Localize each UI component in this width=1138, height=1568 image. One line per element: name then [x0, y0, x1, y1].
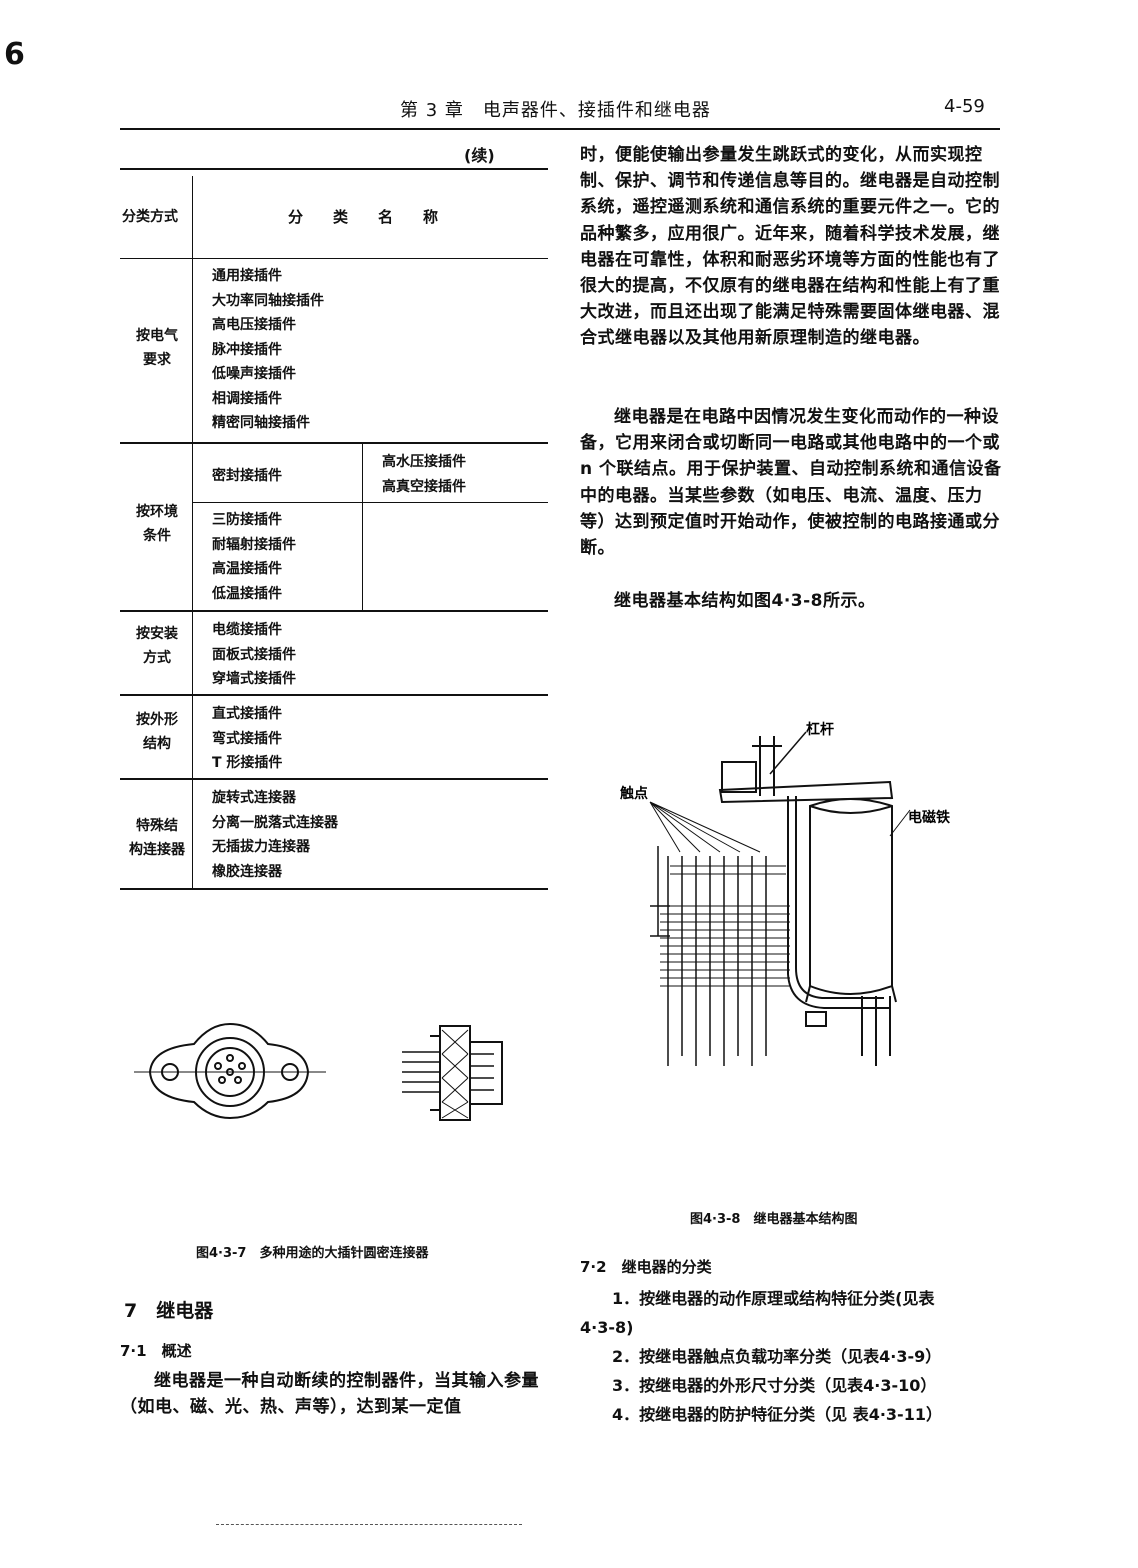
table-category-electrical: 按电气要求: [136, 328, 178, 368]
table-rule: [120, 778, 548, 780]
section-7-2-heading: 7·2 继电器的分类: [580, 1258, 712, 1276]
table-items-shape: 直式接插件 弯式接插件 T 形接插件: [212, 706, 283, 771]
label-lever: 杠杆: [806, 721, 834, 738]
table-category-environment: 按环境条件: [136, 504, 178, 544]
table-items-environment-right: 高水压接插件 高真空接插件: [382, 454, 466, 495]
table-items-special: 旋转式连接器 分离一脱落式连接器 无插拔力连接器 橡胶连接器: [212, 790, 338, 880]
list-item: 4·3-8): [580, 1318, 634, 1337]
table-items-electrical: 通用接插件 大功率同轴接插件 高电压接插件 脉冲接插件 低噪声接插件 相调接插件…: [212, 268, 324, 431]
paragraph-relay-intro: 时，便能使输出参量发生跳跃式的变化，从而实现控制、保护、调节和传递信息等目的。继…: [580, 145, 1000, 349]
yoke: [795, 796, 884, 999]
table-category-installation: 按安装方式: [136, 626, 178, 666]
list-item: 4．按继电器的防护特征分类（见 表4·3-11）: [612, 1405, 942, 1424]
caption-connector-figure: 图4·3-7 多种用途的大插针圆密连接器: [196, 1246, 429, 1261]
table-rule: [192, 502, 548, 503]
table-header-category: 分类方式: [122, 209, 178, 225]
table-header-name: 分类名称: [288, 208, 469, 226]
table-items-environment-a: 密封接插件: [212, 468, 282, 484]
table-category-shape: 按外形结构: [136, 712, 178, 752]
table-items-environment-b: 三防接插件 耐辐射接插件 高温接插件 低温接插件: [212, 512, 296, 602]
classification-list: 1．按继电器的动作原理或结构特征分类(见表 4·3-8) 2．按继电器触点负载功…: [580, 1284, 1008, 1429]
margin-mark: 6: [4, 37, 25, 72]
table-vertical-rule: [192, 176, 193, 890]
table-rule: [120, 694, 548, 696]
connector-figure: [134, 1022, 503, 1121]
paragraph-relay-structure-ref: 继电器基本结构如图4·3-8所示。: [614, 591, 876, 611]
caption-relay-figure: 图4·3-8 继电器基本结构图: [690, 1212, 858, 1227]
section-7-heading: 7 继电器: [124, 1300, 214, 1322]
paragraph-relay-overview: 继电器是一种自动断续的控制器件，当其输入参量（如电、磁、光、热、声等），达到某一…: [120, 1371, 539, 1418]
list-item: 2．按继电器触点负载功率分类（见表4·3-9）: [612, 1347, 942, 1366]
section-7-1-heading: 7·1 概述: [120, 1342, 192, 1360]
header-rule: [120, 128, 1000, 130]
lever-pointer-line: [769, 731, 807, 775]
table-rule: [120, 610, 548, 612]
contacts-pointer-line: [649, 801, 761, 853]
page-number: 4-59: [944, 96, 985, 117]
table-items-installation: 电缆接插件 面板式接插件 穿墙式接插件: [212, 622, 296, 687]
list-item: 3．按继电器的外形尺寸分类（见表4·3-10）: [612, 1376, 937, 1395]
lever: [721, 761, 757, 793]
list-item: 1．按继电器的动作原理或结构特征分类(见表: [612, 1289, 935, 1308]
footer-rule: [216, 1524, 522, 1525]
page-header-title: 第 3 章 电声器件、接插件和继电器: [400, 100, 711, 121]
paragraph-relay-definition: 继电器是在电路中因情况发生变化而动作的一种设备，它用来闭合或切断同一电路或其他电…: [580, 407, 1002, 559]
table-category-special: 特殊结构连接器: [129, 818, 185, 858]
label-magnet: 电磁铁: [908, 809, 950, 826]
table-rule: [120, 442, 548, 444]
relay-structure-figure: 杠杆 触点 电磁铁: [619, 721, 950, 1066]
table-inner-vertical-rule: [362, 444, 363, 610]
table-continued-label: (续): [464, 146, 495, 165]
connector-side: [439, 1025, 471, 1121]
table-rule: [120, 258, 548, 259]
table-top-rule: [120, 168, 548, 170]
label-contacts: 触点: [619, 785, 648, 802]
table-bottom-rule: [120, 888, 548, 890]
magnet-coil: [809, 798, 893, 995]
magnet-pointer-line: [889, 809, 911, 837]
